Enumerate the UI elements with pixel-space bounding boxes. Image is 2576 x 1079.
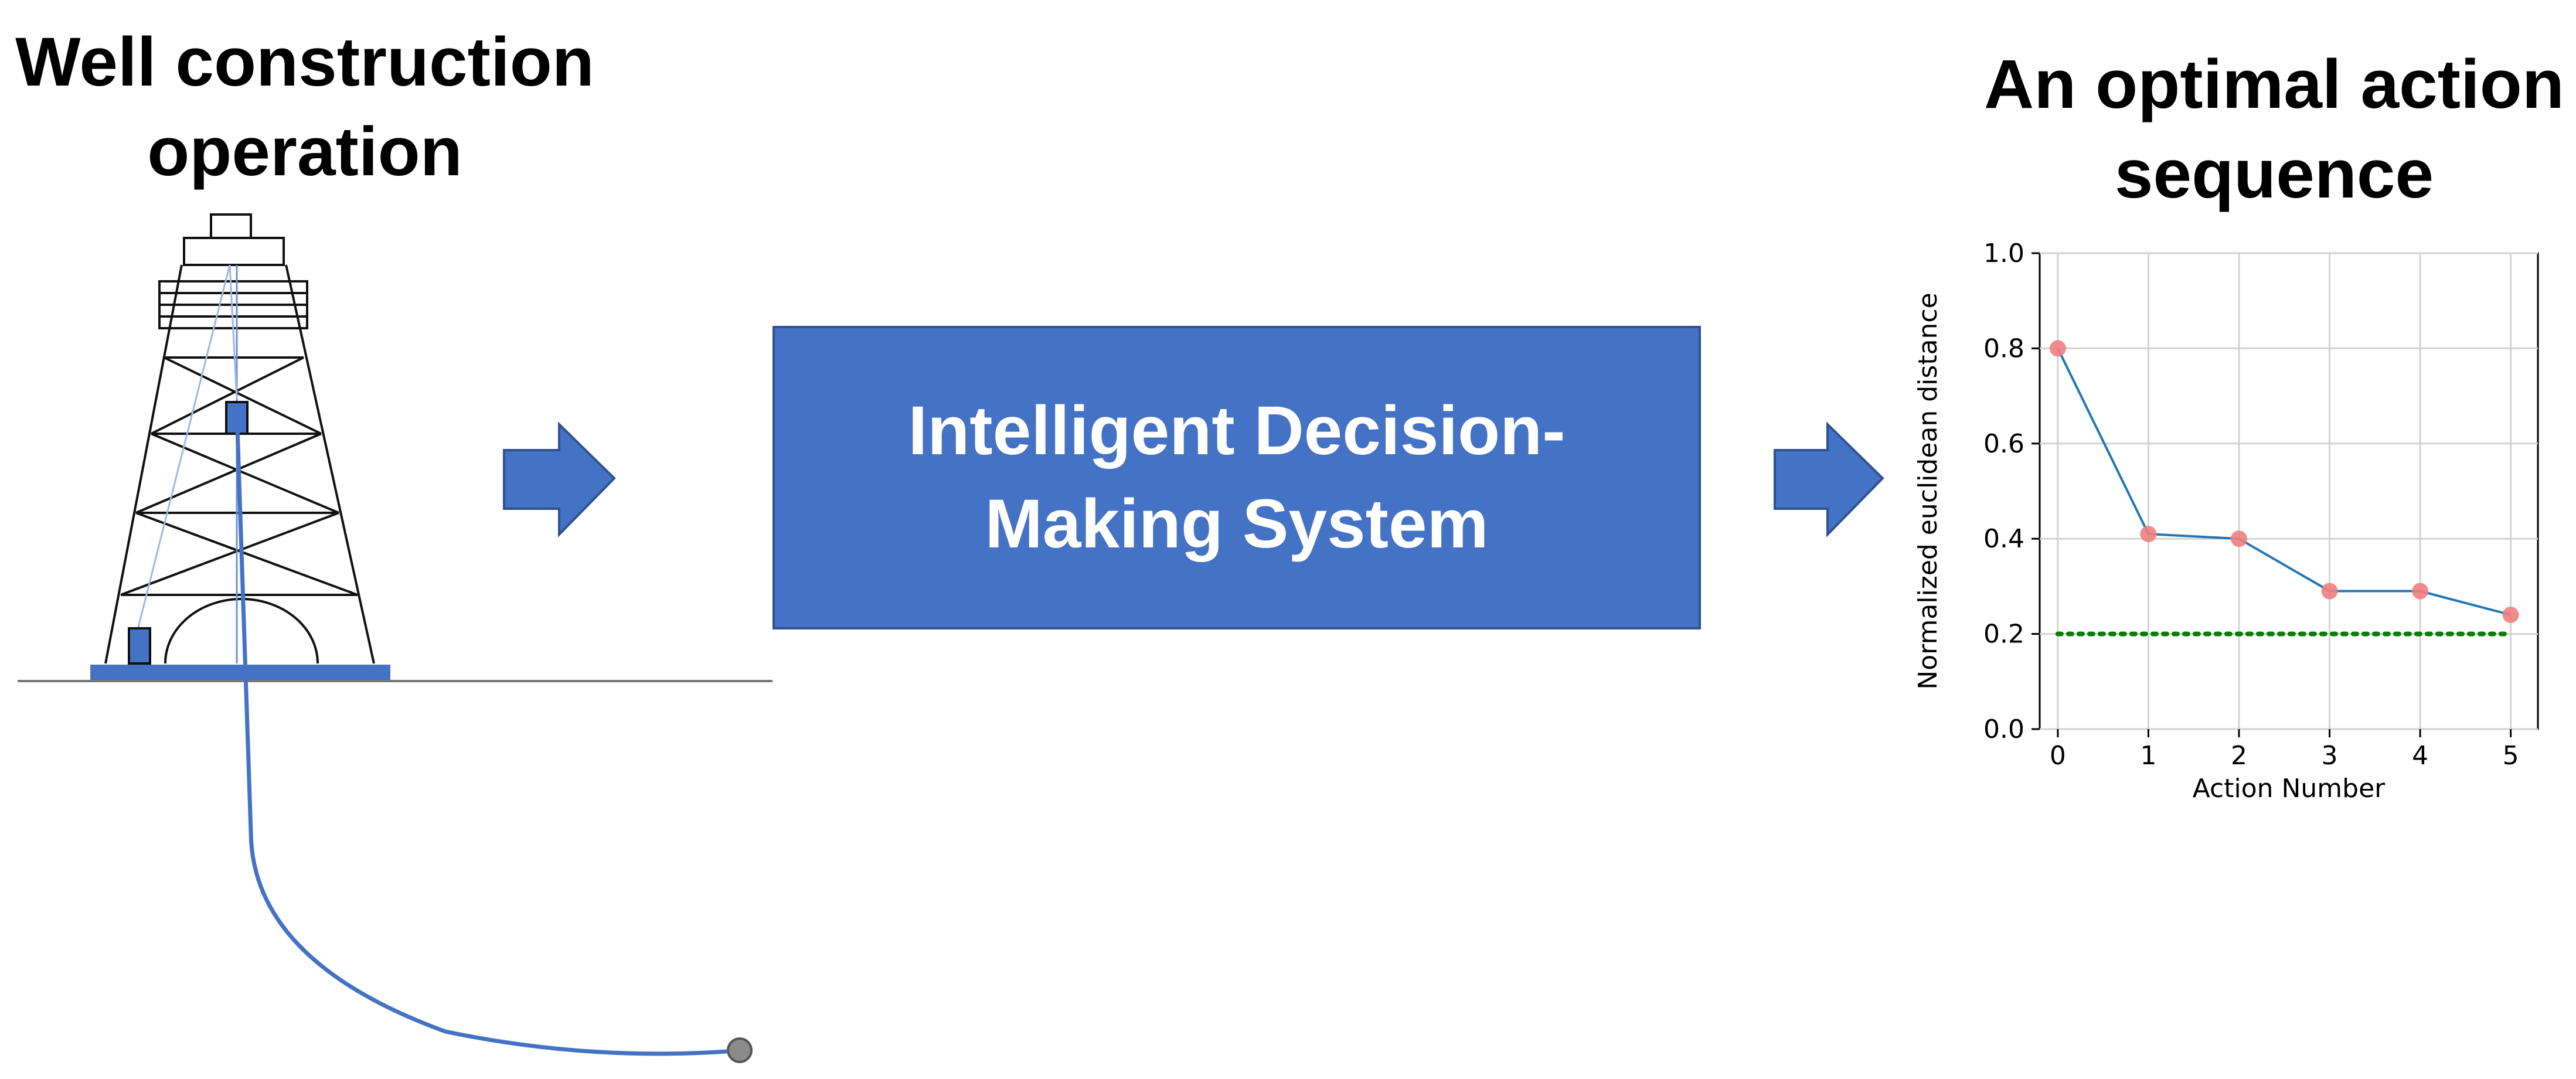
x-tick-label: 0 (2050, 741, 2066, 771)
y-tick-label: 0.6 (1983, 429, 2024, 459)
data-point (2321, 583, 2338, 600)
well-construction-title: Well construction operation (0, 18, 610, 198)
y-tick-label: 0.2 (1983, 620, 2024, 649)
right-title-line2: sequence (2114, 135, 2434, 213)
right-title-line1: An optimal action (1984, 46, 2564, 123)
y-tick-label: 1.0 (1983, 239, 2024, 268)
decision-box-line2: Making System (985, 485, 1489, 563)
x-tick-label: 4 (2412, 741, 2428, 771)
drill-bit-icon (727, 1037, 753, 1063)
x-tick-label: 2 (2231, 741, 2247, 771)
series-line (2057, 348, 2512, 617)
x-tick-label: 1 (2140, 741, 2156, 771)
data-point (2231, 530, 2247, 547)
x-tick-label: 5 (2503, 741, 2519, 771)
equipment-box-icon (128, 627, 151, 665)
data-point (2502, 607, 2519, 624)
arrow-right-icon (503, 421, 616, 537)
x-tick-label: 3 (2322, 741, 2338, 771)
y-tick-label: 0.0 (1983, 714, 2024, 744)
grid-lines (2040, 252, 2538, 730)
left-title-line2: operation (147, 113, 462, 191)
data-markers (2049, 340, 2519, 624)
data-point (2412, 583, 2429, 600)
y-tick-label: 0.4 (1983, 524, 2024, 554)
rig-floor-base (90, 665, 390, 680)
left-title-line1: Well construction (15, 23, 594, 101)
x-axis-label: Action Number (2193, 774, 2386, 804)
decision-box-line1: Intelligent Decision- (908, 392, 1566, 469)
arrow-right-icon (1774, 421, 1884, 537)
data-point (2140, 526, 2157, 543)
guide-line (137, 264, 231, 628)
y-axis-label: Normalized euclidean distance (1913, 292, 1943, 689)
guide-line (229, 264, 238, 399)
decision-system-box: Intelligent Decision- Making System (773, 326, 1701, 629)
axis-ticks: 0 1 2 3 4 5 0.0 0.2 0.4 0.6 0.8 1.0 (1983, 239, 2519, 771)
wellbore-path (234, 410, 727, 1056)
optimal-action-title: An optimal action sequence (1958, 40, 2576, 220)
data-point (2049, 340, 2066, 357)
plot-frame (2039, 252, 2539, 730)
y-tick-label: 0.8 (1983, 333, 2024, 363)
